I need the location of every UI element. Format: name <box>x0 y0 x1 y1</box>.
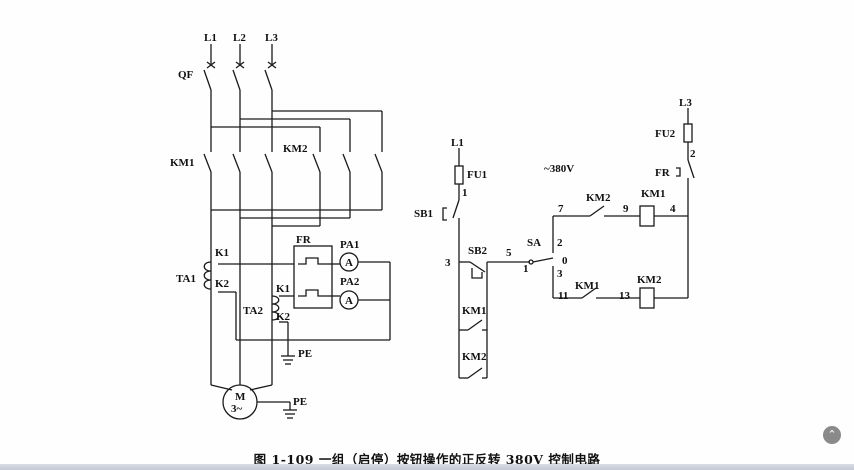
label-FR: FR <box>296 234 312 246</box>
label-K2-ta2: K2 <box>276 311 291 323</box>
label-sa-KM1: KM1 <box>575 280 599 292</box>
node-1b: 1 <box>523 263 529 275</box>
label-ctrl-L3: L3 <box>679 97 692 109</box>
node-2: 2 <box>557 237 563 249</box>
label-FU2: FU2 <box>655 128 676 140</box>
node-11: 11 <box>558 290 568 302</box>
scroll-top-button[interactable]: ⌃ <box>823 426 841 444</box>
label-ctrl-L1: L1 <box>451 137 464 149</box>
label-sa-KM2: KM2 <box>586 192 611 204</box>
label-QF: QF <box>178 69 194 81</box>
label-SA: SA <box>527 237 541 249</box>
node-13: 13 <box>619 290 631 302</box>
node-3b: 3 <box>557 268 563 280</box>
label-PE-2: PE <box>293 396 307 408</box>
node-1: 1 <box>462 187 468 199</box>
taskbar-strip <box>0 464 854 470</box>
ammeter-a-2: A <box>345 295 353 307</box>
label-TA2: TA2 <box>243 305 263 317</box>
label-K2-ta1: K2 <box>215 278 230 290</box>
label-ctrl-KM2: KM2 <box>462 351 487 363</box>
node-0: 0 <box>562 255 568 267</box>
diagram-labels: L1 L2 L3 QF KM1 KM2 K1 K2 TA1 K1 K2 TA2 … <box>170 32 696 415</box>
motor-phase: 3~ <box>231 403 243 415</box>
label-K1-ta2: K1 <box>276 283 290 295</box>
node-2b: 2 <box>690 148 696 160</box>
label-ctrl-KM1: KM1 <box>462 305 486 317</box>
control-circuit <box>442 108 695 379</box>
label-coil-KM1: KM1 <box>641 188 665 200</box>
ammeter-a-1: A <box>345 257 353 269</box>
label-SB1: SB1 <box>414 208 433 220</box>
main-circuit <box>203 44 391 420</box>
node-7: 7 <box>558 203 564 215</box>
label-L2: L2 <box>233 32 246 44</box>
figure-caption: 图 1-109 一组（启停）按钮操作的正反转 380V 控制电路 <box>253 452 601 467</box>
label-L1: L1 <box>204 32 217 44</box>
chevron-up-icon: ⌃ <box>827 428 837 441</box>
label-PA1: PA1 <box>340 239 359 251</box>
label-PE-1: PE <box>298 348 312 360</box>
label-TA1: TA1 <box>176 273 196 285</box>
label-K1-ta1: K1 <box>215 247 229 259</box>
label-coil-KM2: KM2 <box>637 274 662 286</box>
node-3: 3 <box>445 257 451 269</box>
label-SB2: SB2 <box>468 245 487 257</box>
node-5: 5 <box>506 247 512 259</box>
node-4: 4 <box>670 203 676 215</box>
label-voltage: ~380V <box>544 163 574 175</box>
label-FR2: FR <box>655 167 671 179</box>
label-L3: L3 <box>265 32 278 44</box>
label-FU1: FU1 <box>467 169 487 181</box>
motor-label: M <box>235 391 246 403</box>
label-PA2: PA2 <box>340 276 360 288</box>
node-9: 9 <box>623 203 629 215</box>
label-KM2: KM2 <box>283 143 308 155</box>
label-KM1: KM1 <box>170 157 194 169</box>
